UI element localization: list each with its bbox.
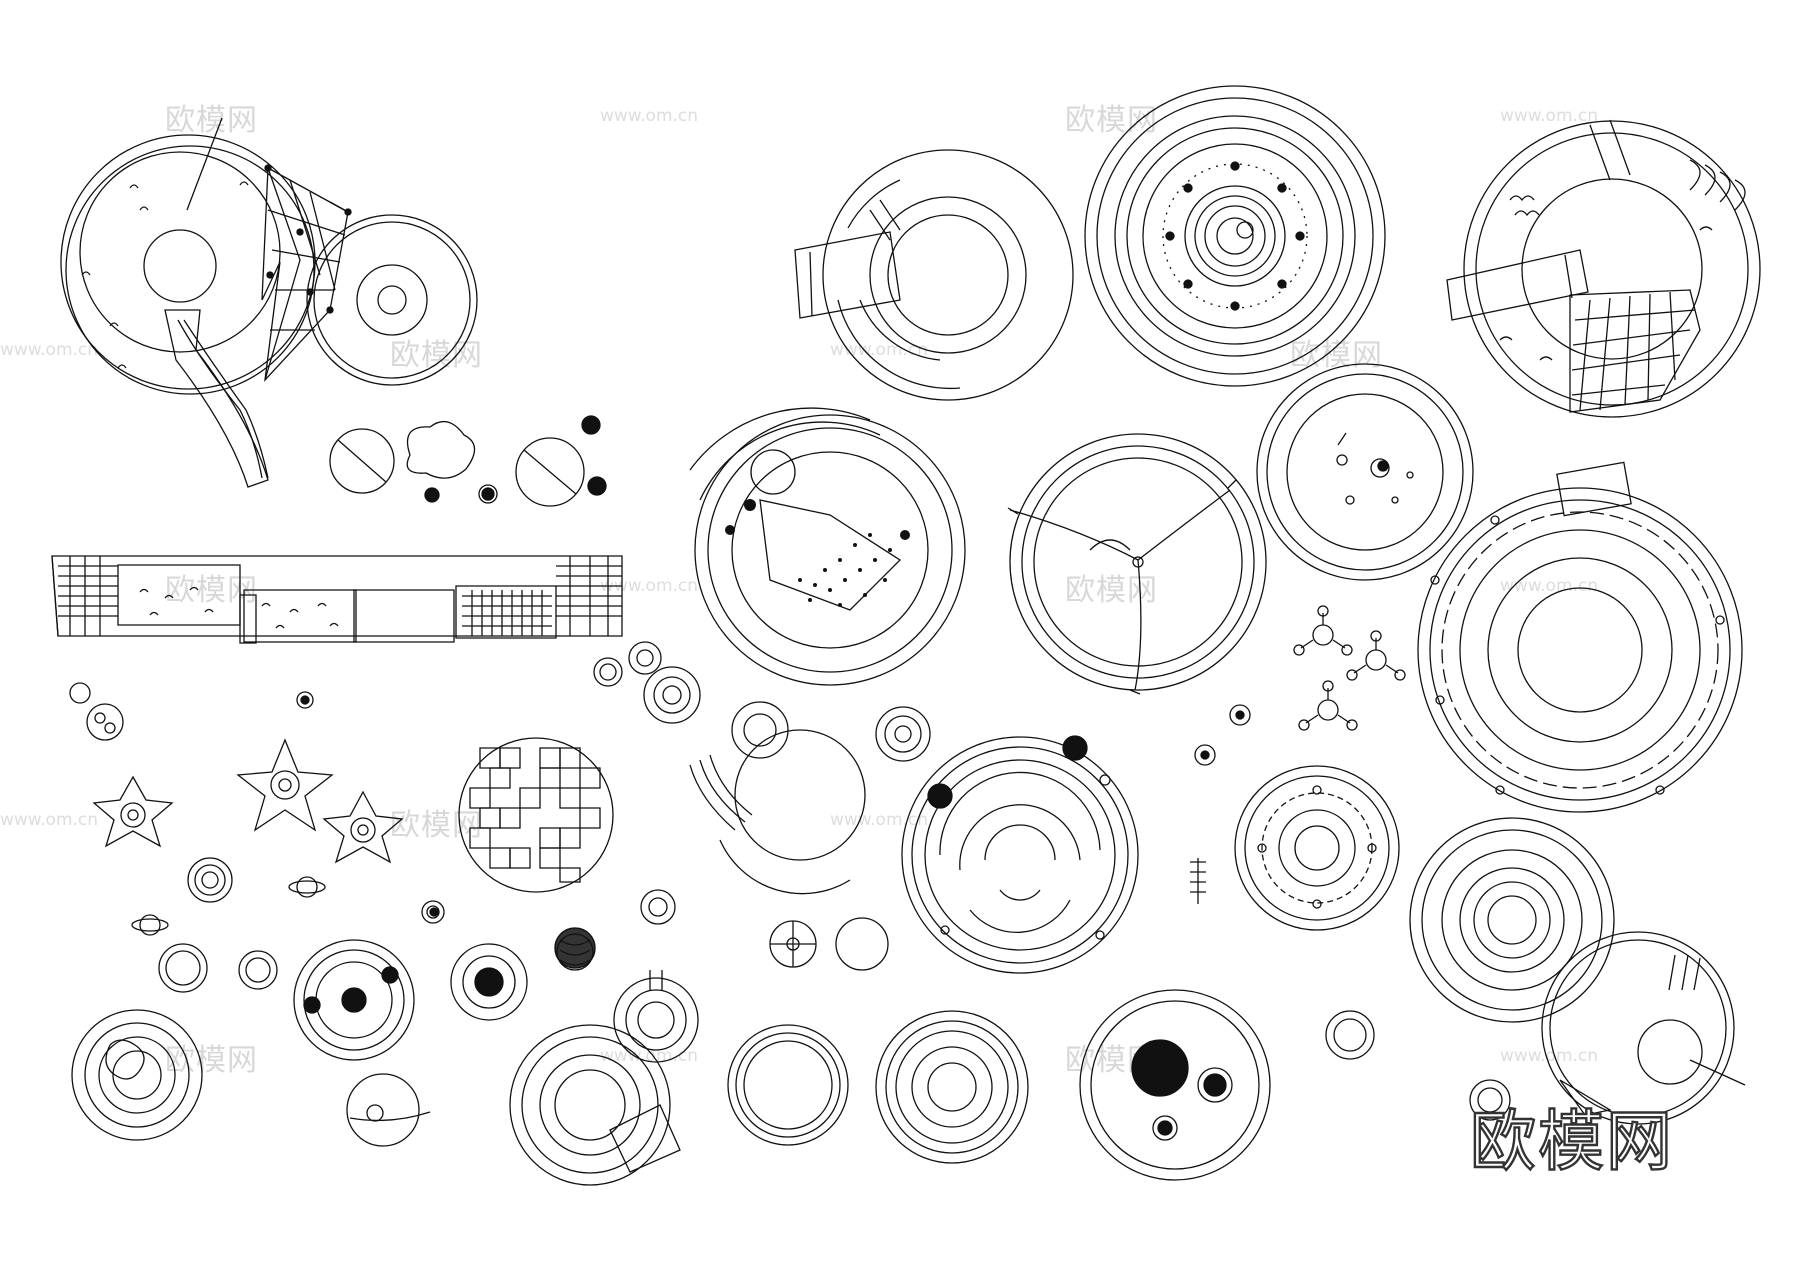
watermark-url: www.om.cn [600, 106, 699, 126]
half-moon-symbol [347, 1074, 430, 1146]
watermark-text: 欧模网 [165, 103, 258, 138]
ringed-orb-symbol [451, 934, 593, 1020]
long-play-strip-symbol [52, 556, 622, 643]
dotted-circle-symbol [1257, 364, 1473, 580]
watermark-url: www.om.cn [830, 810, 929, 830]
slide-ring-symbol [510, 1025, 680, 1185]
watermark-url: www.om.cn [0, 340, 99, 360]
watermark-text: 欧模网 [390, 338, 483, 373]
watermark-url: www.om.cn [600, 576, 699, 596]
split-dome-symbol [1542, 932, 1745, 1124]
watermark-text: 欧模网 [1065, 103, 1158, 138]
three-arm-circle-symbol [1008, 434, 1266, 694]
watermark-url: www.om.cn [1500, 106, 1599, 126]
spiral-ring-symbol [1410, 818, 1614, 1022]
dashed-ring-symbol [1235, 766, 1399, 930]
star-shaped-symbols [94, 740, 402, 862]
small-ball-symbols [330, 416, 606, 506]
watermark-url: www.om.cn [0, 810, 99, 830]
layered-ring-symbol [876, 1011, 1028, 1163]
handle-circle-symbol [690, 702, 865, 894]
spinner-symbols [1190, 606, 1405, 904]
segmented-ring-symbol [902, 736, 1138, 973]
logo-text: 欧模网 [1469, 1102, 1674, 1181]
concentric-rings-symbol [1085, 86, 1385, 386]
watermark-text: 欧模网 [390, 808, 483, 843]
watermark-text: 欧模网 [165, 573, 258, 608]
small-ring-symbols [70, 642, 1510, 1120]
watermark-url: www.om.cn [600, 1046, 699, 1066]
ringed-planet-circle-symbol [294, 940, 414, 1060]
planet-symbols [132, 877, 595, 968]
play-tower-circle-symbol [690, 408, 965, 685]
watermark-url: www.om.cn [1500, 1046, 1599, 1066]
large-ringed-dome-symbol [1418, 462, 1742, 812]
dome-slide-net-symbol [1447, 120, 1760, 417]
slide-circle-symbol [795, 150, 1073, 400]
watermark-text: 欧模网 [1065, 573, 1158, 608]
mound-slide-net-symbol [61, 118, 477, 487]
rocket-spiral-symbol [614, 970, 698, 1062]
watermark-url: www.om.cn [830, 340, 929, 360]
grid-circle-symbol [459, 738, 613, 892]
three-dot-circle-symbol [1080, 990, 1270, 1180]
watermark-url: www.om.cn [1500, 576, 1599, 596]
watermark-text: 欧模网 [165, 1043, 258, 1078]
double-ring-symbol [728, 1025, 848, 1145]
maze-circle-symbol [72, 1010, 202, 1140]
